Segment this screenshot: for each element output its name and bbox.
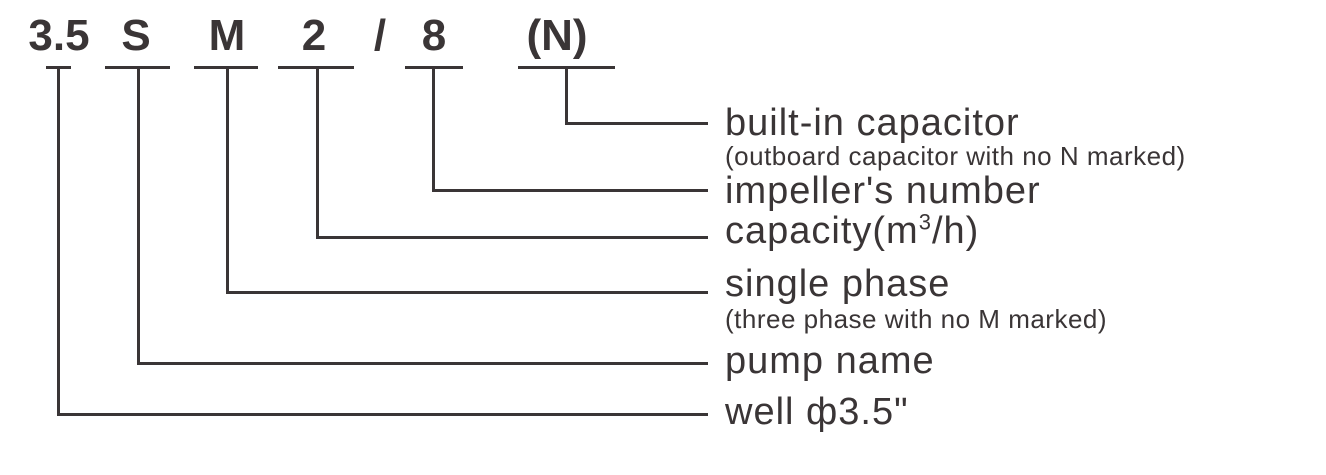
label-capacity: capacity(m3/h) — [725, 209, 980, 252]
connector-line-pump-name — [137, 69, 708, 365]
connector-line-well-size — [57, 69, 708, 416]
code-segment-capacity: 2 — [301, 11, 327, 60]
code-segment-pump-name: S — [121, 11, 151, 60]
label-capacity-pre: capacity(m — [725, 210, 919, 252]
code-segment-capacitor: (N) — [526, 11, 588, 60]
label-impellers-number: impeller's number — [725, 170, 1041, 212]
code-segment-slash: / — [373, 11, 387, 60]
underline-phase — [194, 66, 258, 69]
label-well-diameter: well ф3.5" — [725, 391, 909, 433]
code-segment-impellers: 8 — [421, 11, 447, 60]
underline-capacitor — [518, 66, 615, 69]
underline-capacity — [278, 66, 354, 69]
underline-impellers — [405, 66, 463, 69]
code-segment-phase: M — [208, 11, 246, 60]
connector-line-impellers-number — [432, 69, 708, 192]
label-built-in-capacitor: built-in capacitor — [725, 102, 1020, 144]
label-capacity-superscript: 3 — [918, 209, 932, 235]
label-note-outboard-capacitor: (outboard capacitor with no N marked) — [725, 141, 1186, 171]
label-pump-name: pump name — [725, 340, 935, 382]
connector-line-capacity — [316, 69, 708, 239]
label-capacity-post: /h) — [931, 210, 980, 252]
label-note-three-phase: (three phase with no M marked) — [725, 304, 1108, 334]
label-single-phase: single phase — [725, 263, 951, 305]
connector-line-built-in-capacitor — [565, 69, 708, 125]
connector-line-single-phase — [226, 69, 708, 294]
underline-well-size — [46, 66, 71, 69]
code-segment-well-size: 3.5 — [28, 11, 90, 60]
underline-pump-name — [105, 66, 170, 69]
